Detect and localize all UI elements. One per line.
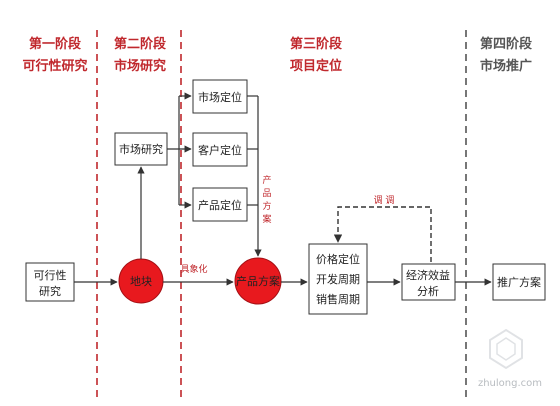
svg-text:开发周期: 开发周期 [316, 272, 360, 286]
watermark-text: zhulong.com [478, 378, 542, 389]
box-cycles: 价格定位 开发周期 销售周期 [308, 243, 368, 315]
svg-text:项目定位: 项目定位 [290, 58, 342, 74]
svg-text:产品定位: 产品定位 [198, 198, 242, 212]
svg-text:市场研究: 市场研究 [114, 58, 166, 74]
box-promotion-plan: 推广方案 [492, 263, 546, 301]
svg-text:第一阶段: 第一阶段 [29, 36, 81, 52]
feedback-loop [333, 206, 432, 262]
svg-text:产品方案: 产品方案 [236, 274, 280, 288]
svg-text:案: 案 [262, 213, 271, 225]
label-product-plan-vertical: 产 品 方 案 [262, 174, 271, 225]
svg-text:第四阶段: 第四阶段 [480, 36, 532, 52]
svg-text:第三阶段: 第三阶段 [290, 36, 342, 52]
watermark-logo [489, 328, 523, 370]
label-concretize: 具象化 [180, 263, 207, 275]
box-market-positioning: 市场定位 [192, 79, 248, 114]
svg-text:研究: 研究 [39, 284, 61, 298]
stage-3-title: 第三阶段 项目定位 [290, 36, 342, 74]
svg-text:品: 品 [262, 188, 271, 199]
box-feasibility: 可行性 研究 [25, 262, 75, 302]
svg-text:价格定位: 价格定位 [316, 252, 360, 266]
svg-text:产: 产 [262, 174, 271, 186]
svg-text:客户定位: 客户定位 [198, 143, 242, 157]
svg-text:分析: 分析 [417, 284, 439, 298]
svg-text:市场研究: 市场研究 [119, 142, 163, 156]
label-adjust: 调 调 [374, 195, 395, 206]
svg-text:第二阶段: 第二阶段 [114, 36, 166, 52]
svg-text:可行性研究: 可行性研究 [22, 58, 87, 74]
stage-4-title: 第四阶段 市场推广 [480, 36, 532, 74]
box-product-positioning: 产品定位 [192, 187, 248, 222]
svg-text:市场定位: 市场定位 [198, 90, 242, 104]
svg-text:经济效益: 经济效益 [406, 268, 450, 282]
connectors [74, 92, 492, 286]
svg-text:地块: 地块 [130, 275, 152, 288]
svg-text:推广方案: 推广方案 [497, 275, 541, 289]
svg-text:方: 方 [262, 200, 271, 212]
stage-2-title: 第二阶段 市场研究 [114, 36, 166, 74]
svg-text:可行性: 可行性 [34, 268, 67, 282]
svg-text:市场推广: 市场推广 [480, 58, 532, 74]
box-market-research: 市场研究 [114, 132, 168, 166]
circle-plot: 地块 [118, 258, 164, 304]
box-customer-positioning: 客户定位 [192, 132, 248, 167]
svg-text:销售周期: 销售周期 [316, 292, 360, 306]
stage-1-title: 第一阶段 可行性研究 [22, 36, 87, 74]
circle-product-plan: 产品方案 [234, 257, 282, 305]
box-economic-analysis: 经济效益 分析 [401, 263, 456, 301]
